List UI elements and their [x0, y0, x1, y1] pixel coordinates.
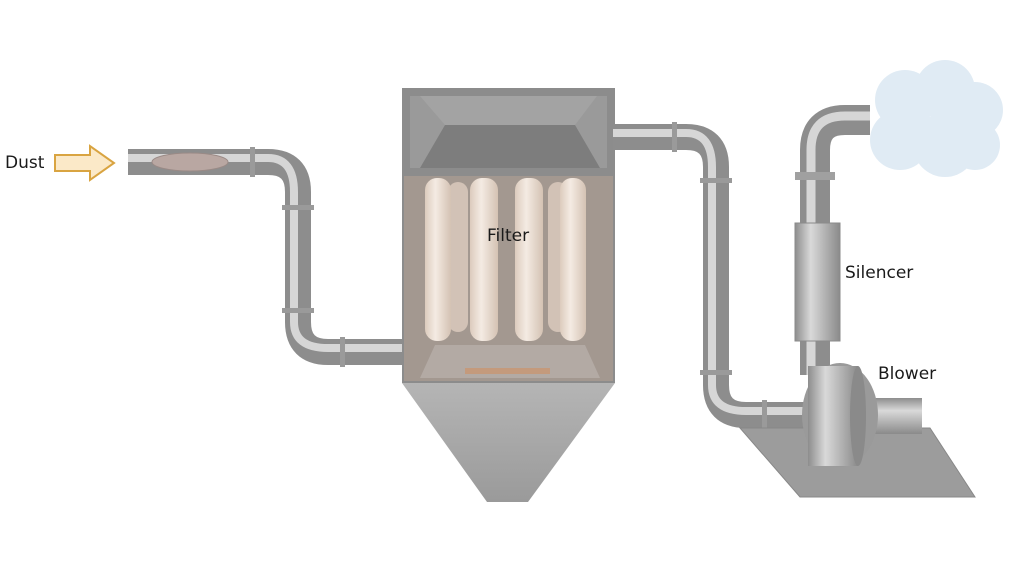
filter-elements	[425, 178, 586, 341]
filter-housing	[402, 88, 615, 383]
blower	[802, 363, 922, 467]
silencer-stack	[794, 105, 870, 375]
outlet-pipe	[613, 122, 812, 430]
exhaust-cloud	[870, 60, 1003, 177]
dust-arrow-icon	[54, 144, 116, 182]
blower-label: Blower	[878, 364, 937, 384]
filter-label: Filter	[487, 226, 530, 246]
hopper	[402, 383, 615, 502]
inlet-pipe	[128, 147, 404, 367]
silencer-label: Silencer	[845, 263, 914, 283]
dust-label: Dust	[5, 153, 45, 173]
